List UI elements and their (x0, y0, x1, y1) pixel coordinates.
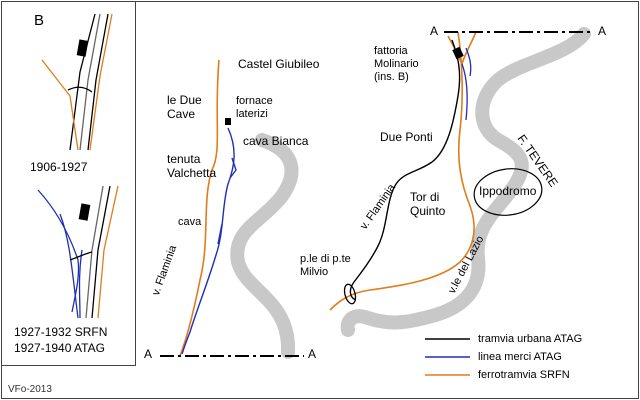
section-marker-a-right-1: A (430, 24, 439, 38)
label-due-ponti: Due Ponti (380, 130, 433, 144)
label-ple-milvio: p.le di p.te Milvio (300, 253, 351, 278)
river-tevere-right (340, 27, 591, 337)
srfn-line-left (179, 59, 220, 357)
label-tenuta-valchetta: tenuta Valchetta (167, 152, 217, 180)
label-tor-di-quinto: Tor di Quinto (410, 190, 446, 218)
inset-top-building (76, 39, 89, 57)
fornace-marker (225, 118, 231, 125)
inset-letter: B (34, 12, 45, 29)
label-cava-bianca: cava Bianca (243, 134, 309, 148)
inset-period-top: 1906-1927 (30, 160, 88, 174)
label-castel-giubileo: Castel Giubileo (238, 57, 320, 71)
section-marker-a-right-2: A (598, 24, 607, 38)
label-le-due-cave: le Due Cave (167, 93, 202, 121)
urban-tram-line-right (349, 39, 461, 301)
inset-bottom-diagram (37, 185, 119, 319)
inset-bottom-building (78, 203, 91, 221)
milvio-loop (343, 283, 357, 305)
freight-line-left (181, 127, 237, 355)
legend-label-freight: linea merci ATAG (478, 351, 562, 363)
molinario-marker (452, 46, 464, 60)
section-marker-a-left-1: A (144, 347, 153, 361)
river-tevere-left (230, 133, 299, 359)
legend-label-urban: tramvia urbana ATAG (478, 333, 583, 345)
label-fornace-laterizi: fornace laterizi (236, 95, 273, 120)
label-cava: cava (178, 216, 202, 228)
ippodromo-oval (473, 168, 543, 216)
inset-top-diagram (41, 13, 113, 151)
inset-period-bottom-1: 1927-1932 SRFN (14, 325, 108, 339)
label-fattoria-molinario: fattoria Molinario (ins. B) (374, 45, 419, 83)
inset-period-bottom-2: 1927-1940 ATAG (14, 341, 105, 355)
section-marker-a-left-2: A (308, 347, 317, 361)
credit: VFo-2013 (8, 384, 52, 395)
label-ippodromo: Ippodromo (479, 184, 537, 198)
inset-frame (1, 1, 136, 366)
legend-label-srfn: ferrotramvia SRFN (478, 369, 570, 381)
freight-line-right (461, 47, 472, 121)
